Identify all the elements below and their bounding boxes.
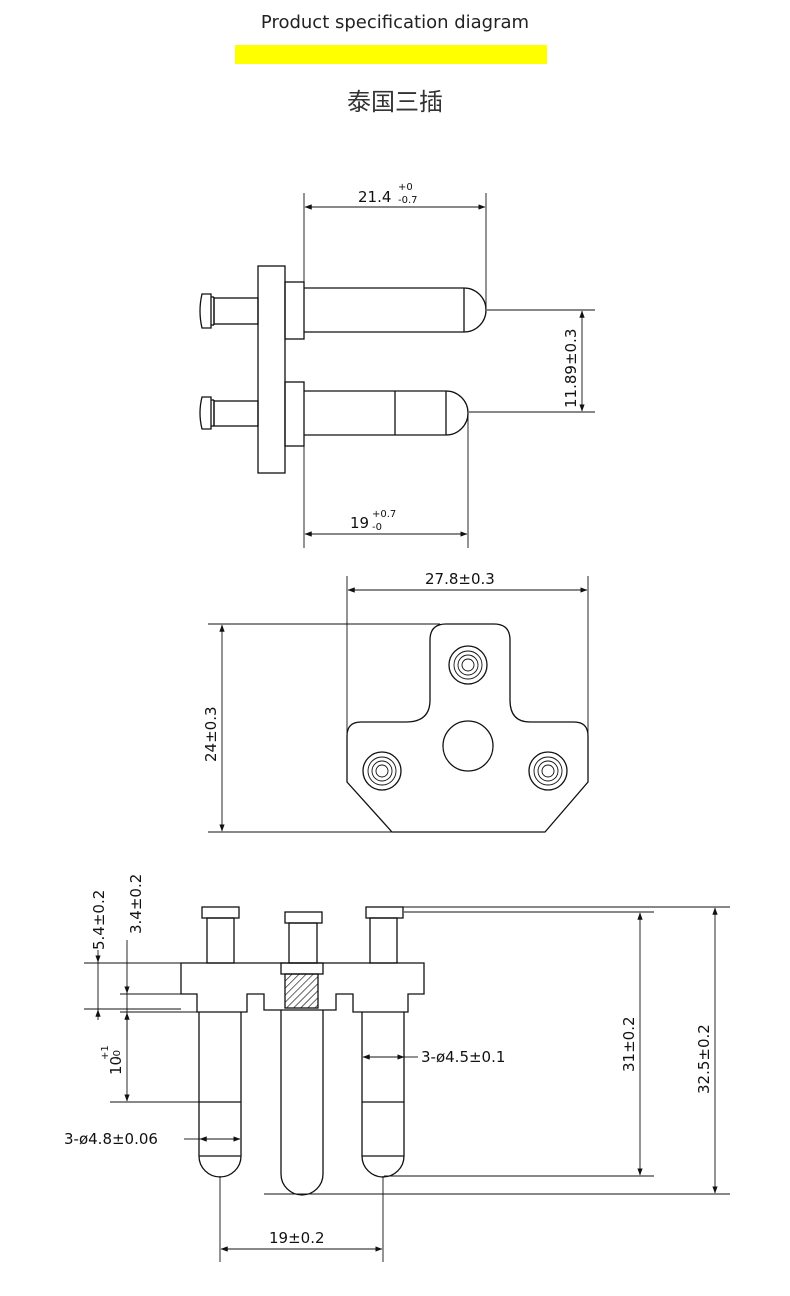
dim-height-32: 32.5±0.2 <box>695 907 718 1194</box>
side-flange <box>257 265 286 474</box>
dim-dia-large: 3-ø4.8±0.06 <box>64 1130 241 1148</box>
dim-pin-len-tol-lower: -0 <box>112 1050 123 1060</box>
dim-length-lower: 19 +0.7 -0 <box>303 413 469 548</box>
front-left-pin <box>198 906 242 1178</box>
dim-spacing: 19±0.2 <box>220 1229 383 1252</box>
front-view: 5.4±0.2 3.4±0.2 10 +1 -0 3-ø4.5±0.1 <box>64 874 730 1262</box>
header-title: Product specification diagram <box>260 12 530 33</box>
dim-head-value: 5.4±0.2 <box>90 890 108 950</box>
face-pin-right <box>528 751 568 791</box>
side-view: 21.4 +0 -0.7 11.89±0.3 19 +0.7 -0 <box>199 182 595 548</box>
dim-face-width-value: 27.8±0.3 <box>425 570 495 588</box>
dim-length-main-tol-lower: -0.7 <box>398 195 418 206</box>
dim-pin-spacing-value: 11.89±0.3 <box>562 329 580 408</box>
front-right-pin <box>361 906 405 1178</box>
dim-dia-large-value: 3-ø4.8±0.06 <box>64 1130 158 1148</box>
dim-pin-len: 10 +1 -0 <box>100 1013 130 1102</box>
face-pin-top <box>448 645 488 685</box>
dim-dia-small-value: 3-ø4.5±0.1 <box>421 1048 505 1066</box>
dim-pin-spacing: 11.89±0.3 <box>469 309 595 413</box>
dim-height-31: 31±0.2 <box>620 912 643 1176</box>
face-pin-left <box>362 751 402 791</box>
side-lower-pin <box>199 381 469 447</box>
dim-length-lower-value: 19 <box>350 514 369 532</box>
dim-spacing-value: 19±0.2 <box>269 1229 325 1247</box>
dim-height-31-value: 31±0.2 <box>620 1016 638 1072</box>
dim-face-height-value: 24±0.3 <box>202 706 220 762</box>
diagram-subtitle: 泰国三插 <box>347 88 443 116</box>
face-center-hole <box>442 720 494 772</box>
dim-face-height: 24±0.3 <box>202 623 440 833</box>
dim-collar: 3.4±0.2 <box>124 874 145 1040</box>
header-accent-bar <box>235 45 547 64</box>
dim-pin-len-tol-upper: +1 <box>100 1045 111 1060</box>
dim-length-main-tol-upper: +0 <box>398 182 413 193</box>
dim-height-32-value: 32.5±0.2 <box>695 1024 713 1094</box>
face-view: 27.8±0.3 24±0.3 <box>202 570 589 833</box>
dim-pin-len-value: 10 <box>107 1056 125 1075</box>
dim-length-main: 21.4 +0 -0.7 <box>303 182 487 310</box>
dim-head: 5.4±0.2 <box>90 890 108 1020</box>
side-upper-pin <box>199 281 487 340</box>
dim-length-lower-tol-lower: -0 <box>372 522 382 533</box>
dim-collar-value: 3.4±0.2 <box>127 874 145 934</box>
dim-length-main-value: 21.4 <box>358 188 391 206</box>
dim-length-lower-tol-upper: +0.7 <box>372 509 396 520</box>
dim-face-width: 27.8±0.3 <box>346 570 589 735</box>
front-base-plate <box>180 962 425 1013</box>
dim-dia-small: 3-ø4.5±0.1 <box>362 1048 505 1066</box>
face-outline <box>346 623 589 833</box>
front-center-pin <box>280 911 324 1196</box>
